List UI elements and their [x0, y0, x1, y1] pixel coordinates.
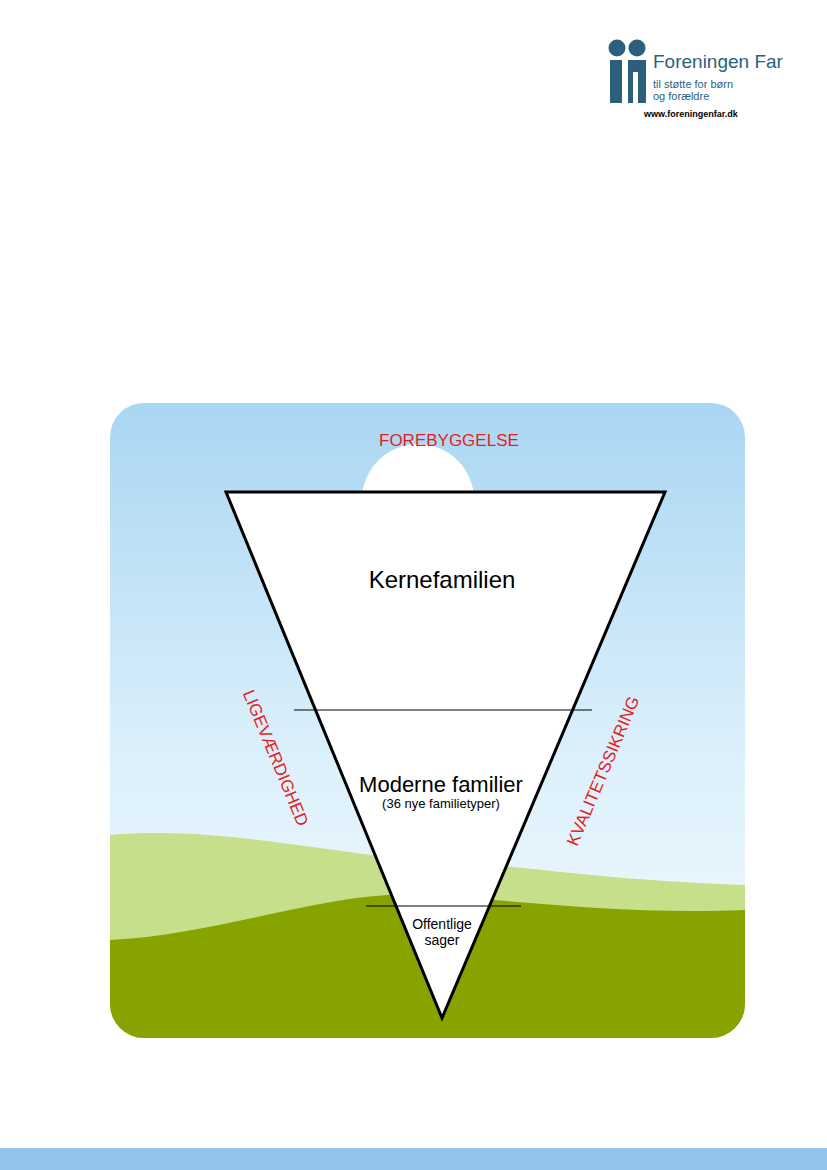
logo-name: Foreningen Far — [653, 52, 783, 73]
band-divider — [294, 709, 592, 710]
logo-icon — [609, 40, 647, 104]
funnel-band: Offentlige sager — [394, 914, 490, 950]
funnel-band: Kernefamilien — [292, 564, 592, 596]
funnel-band: Moderne familier(36 nye familietyper) — [326, 770, 556, 814]
band-title: Offentlige sager — [394, 916, 490, 948]
landscape — [110, 403, 745, 1038]
side-label: FOREBYGGELSE — [379, 432, 519, 451]
band-subtitle: (36 nye familietyper) — [382, 797, 500, 812]
side-label: LIGEVÆRDIGHED — [238, 687, 311, 829]
band-title: Kernefamilien — [369, 566, 516, 594]
logo-tagline: til støtte for børn — [653, 78, 733, 90]
funnel-triangle — [226, 492, 665, 1018]
logo-tagline: og forældre — [653, 90, 709, 102]
footer-bar — [0, 1148, 827, 1170]
band-title: Moderne familier — [359, 772, 523, 797]
band-divider — [366, 905, 521, 906]
side-label: KVALITETSSIKRING — [564, 693, 644, 848]
logo-url: www.foreningenfar.dk — [644, 110, 738, 120]
